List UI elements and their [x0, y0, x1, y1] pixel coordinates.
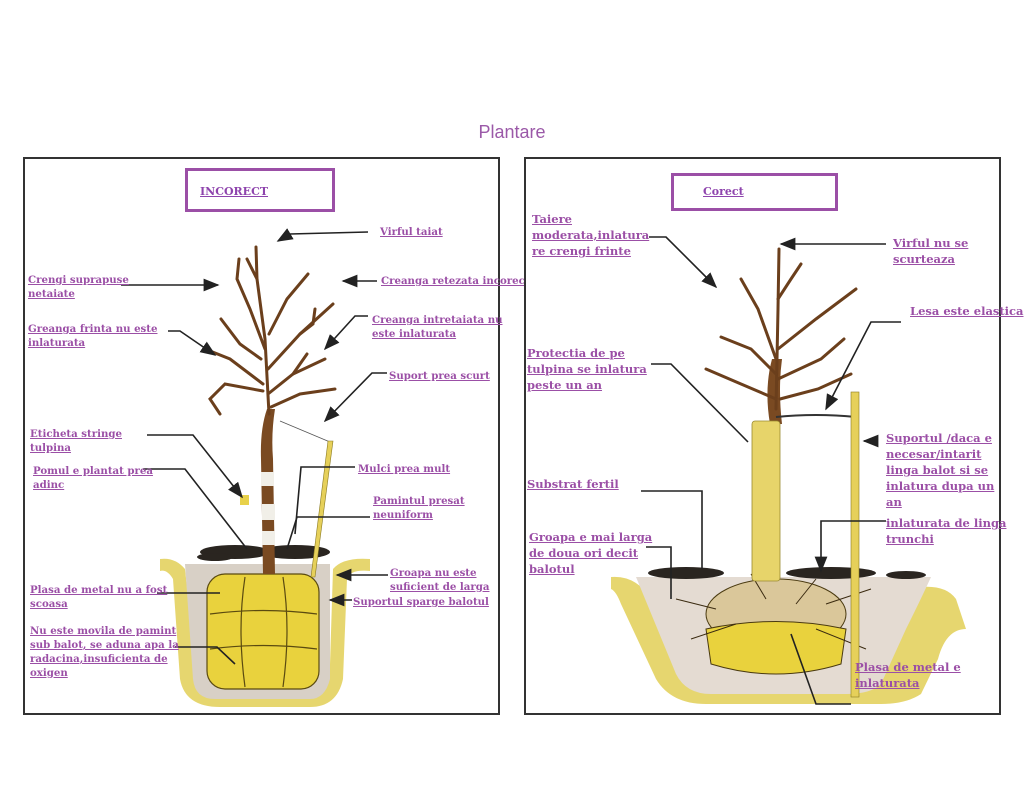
- label-creanga-frinta-line1: Greanga frinta nu este: [28, 323, 158, 335]
- label-groapa-line3: balotul: [529, 562, 575, 576]
- label-pamintul-line2: neuniform: [373, 509, 433, 521]
- label-virful-taiat: Virful taiat: [380, 226, 443, 238]
- label-protectia-line3: peste un an: [527, 378, 603, 392]
- correct-header: Corect: [703, 185, 744, 198]
- label-virful-line1: Virful nu se: [893, 236, 969, 250]
- label-taiere-line1: Taiere: [532, 212, 572, 226]
- label-plantat-adinc-line2: adinc: [33, 479, 65, 491]
- label-plasa-line2: scoasa: [30, 598, 68, 610]
- label-movila-line4: oxigen: [30, 667, 68, 679]
- label-groapa-line1: Groapa e mai larga: [529, 530, 653, 544]
- tag-label: [240, 495, 249, 505]
- label-protectia-line2: tulpina se inlatura: [527, 362, 647, 376]
- leader-lines: [641, 236, 901, 705]
- incorrect-header: INCORECT: [200, 185, 269, 198]
- label-creanga-retezata: Creanga retezata incorect: [381, 275, 530, 287]
- label-inlaturata-line2: trunchi: [886, 532, 934, 546]
- correct-header-box: Corect: [671, 173, 838, 211]
- label-suportul-line1: Suportul /daca e: [886, 431, 992, 445]
- label-eticheta-line1: Eticheta stringe: [30, 428, 122, 440]
- correct-planting-illustration: [611, 236, 966, 705]
- diagram-title: Plantare: [478, 122, 546, 142]
- label-virful-line2: scurteaza: [893, 252, 955, 266]
- label-groapa-line2: suficient de larga: [390, 581, 490, 593]
- label-pamintul-line1: Pamintul presat: [373, 495, 465, 507]
- tree-branches-pruned: [704, 247, 858, 411]
- root-ball-uncovered: [675, 573, 872, 675]
- label-taiere-line3: re crengi frinte: [532, 244, 631, 258]
- label-creanga-frinta-line2: inlaturata: [28, 337, 86, 349]
- label-plasa-line2: inlaturata: [855, 676, 920, 690]
- label-groapa-line1: Groapa nu este: [390, 567, 477, 579]
- label-plantat-adinc-line1: Pomul e plantat prea: [33, 465, 153, 477]
- label-plasa-line1: Plasa de metal nu a fost: [30, 584, 168, 596]
- tree-branches: [203, 245, 337, 416]
- label-crengi-suprapuse-line2: netaiate: [28, 288, 75, 300]
- short-stake: [310, 440, 334, 578]
- label-suport-scurt: Suport prea scurt: [389, 370, 490, 382]
- tree-trunk: [260, 409, 275, 574]
- label-suportul-line3: linga balot si se: [886, 463, 989, 477]
- label-protectia-line1: Protectia de pe: [527, 346, 625, 360]
- label-lesa: Lesa este elastica: [910, 304, 1024, 318]
- correct-panel: Corect: [524, 157, 1024, 715]
- tie-wire: [279, 420, 331, 443]
- label-suportul-line2: necesar/intarit: [886, 447, 982, 461]
- incorrect-header-box: INCORECT: [185, 168, 335, 212]
- leader-lines: [121, 228, 388, 665]
- label-substrat: Substrat fertil: [527, 477, 619, 491]
- label-suport-sparge: Suportul sparge balotul: [353, 596, 489, 608]
- label-suportul-line4: inlatura dupa un: [886, 479, 995, 493]
- support-stake: [850, 391, 860, 698]
- label-movila-line2: sub balot, se aduna apa la: [30, 639, 179, 651]
- label-movila-line1: Nu este movila de pamint: [30, 625, 177, 637]
- mulch-layer: [197, 545, 330, 561]
- label-taiere-line2: moderata,inlatura: [532, 228, 650, 242]
- incorrect-panel: INCORECT: [23, 157, 530, 715]
- incorrect-planting-illustration: [121, 228, 388, 707]
- label-movila-line3: radacina,insuficienta de: [30, 653, 168, 665]
- label-creanga-intretaiata-line2: este inlaturata: [372, 328, 457, 340]
- label-suportul-line5: an: [886, 495, 902, 509]
- trunk-protection: [751, 420, 781, 582]
- label-crengi-suprapuse-line1: Crengi suprapuse: [28, 274, 129, 286]
- label-groapa-line2: de doua ori decit: [529, 546, 639, 560]
- label-creanga-intretaiata-line1: Creanga intretaiata nu: [372, 314, 503, 326]
- tree-trunk-protected: [751, 359, 782, 582]
- elastic-leash: [775, 414, 857, 418]
- label-inlaturata-line1: inlaturata de linga: [886, 516, 1007, 530]
- label-eticheta-line2: tulpina: [30, 442, 71, 454]
- root-ball-with-wire: [206, 573, 320, 690]
- label-plasa-line1: Plasa de metal e: [855, 660, 961, 674]
- label-mulci: Mulci prea mult: [358, 463, 451, 475]
